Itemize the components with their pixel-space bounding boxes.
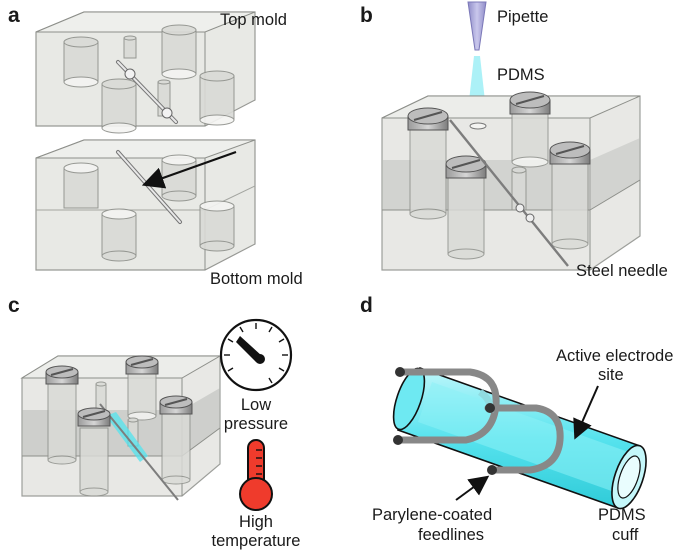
panel-c-letter: c (8, 294, 20, 317)
electrode-pointer-arrow (573, 385, 599, 440)
panel-c: c (8, 294, 300, 550)
feedline-tips (393, 367, 497, 475)
pdms-cuff (392, 366, 647, 510)
panel-a: a Top mold (8, 4, 303, 288)
pipette-label: Pipette (497, 8, 548, 26)
screw-heads (407, 91, 591, 179)
curing-needle (99, 403, 179, 501)
electrode-label-line2: site (598, 366, 624, 384)
bottom-mold-block (35, 139, 256, 271)
panel-a-letter: a (8, 4, 20, 27)
panel-d: d Active electrode site Parylene-co (360, 294, 673, 544)
low-pressure-line2: pressure (224, 415, 288, 433)
panel-b: b Pipette PDMS (360, 1, 668, 280)
high-temperature-line2: temperature (212, 532, 301, 550)
feedline-pointer-arrow (455, 475, 490, 501)
steel-needle (449, 119, 569, 267)
panel-b-letter: b (360, 4, 373, 27)
channel-pointer-arrow (141, 150, 237, 189)
high-temperature-line1: High (239, 513, 273, 531)
thermometer-icon (239, 439, 273, 511)
cuff-label-line2: cuff (612, 526, 639, 544)
steel-needle-label: Steel needle (576, 262, 668, 280)
panel-d-letter: d (360, 294, 373, 317)
top-mold-label: Top mold (220, 11, 287, 29)
cuff-label-line1: PDMS (598, 506, 646, 524)
curing-mold (20, 355, 222, 501)
feedlines-label-line2: feedlines (418, 526, 484, 544)
pipette-icon (467, 1, 487, 51)
electrode-label-line1: Active electrode (556, 347, 673, 365)
pressure-gauge-icon (219, 318, 293, 392)
pdms-pour-label: PDMS (497, 66, 545, 84)
parylene-feedlines (394, 368, 564, 474)
low-pressure-line1: Low (241, 396, 271, 414)
bottom-mold-label: Bottom mold (210, 270, 303, 288)
feedlines-label-line1: Parylene-coated (372, 506, 492, 524)
assembled-mold (381, 91, 641, 271)
top-mold-block (35, 11, 256, 134)
